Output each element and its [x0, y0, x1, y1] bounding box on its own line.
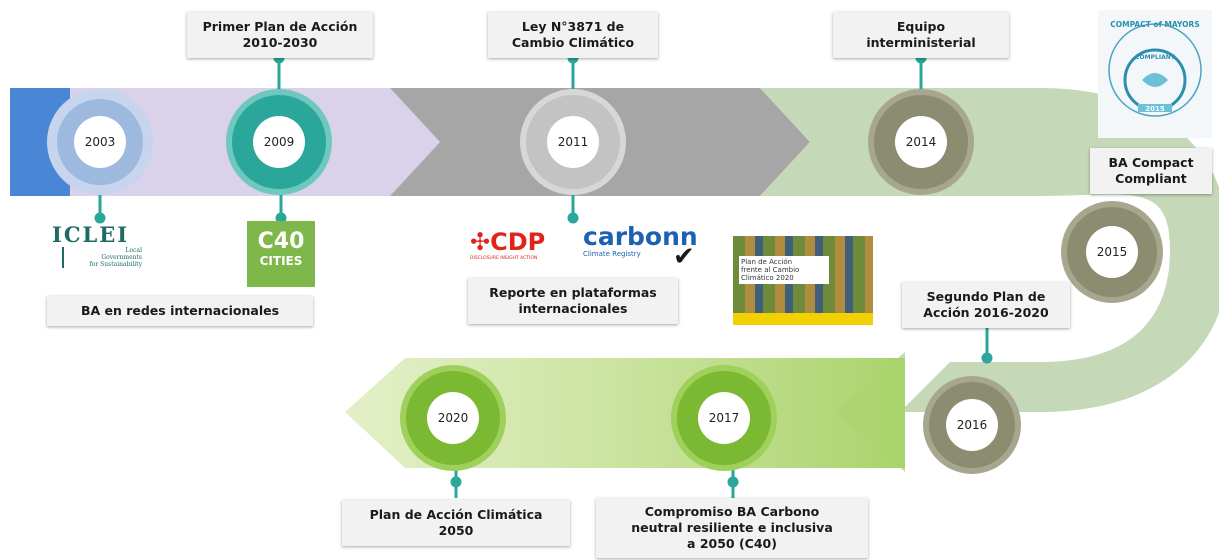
label-segundo-plan: Segundo Plan de Acción 2016-2020 — [902, 282, 1070, 328]
year-2020: 2020 — [437, 411, 469, 425]
year-2009: 2009 — [263, 135, 295, 149]
label-primer-plan: Primer Plan de Acción 2010-2030 — [187, 12, 373, 58]
cdp-mark-icon: ✣ — [470, 228, 491, 256]
label-equipo: Equipo interministerial — [833, 12, 1009, 58]
cdp-logo: ✣CDP DISCLOSURE INSIGHT ACTION — [470, 228, 570, 268]
c40-text: C40 — [257, 229, 305, 254]
year-2011: 2011 — [557, 135, 589, 149]
year-2017: 2017 — [708, 411, 740, 425]
label-redes: BA en redes internacionales — [47, 296, 313, 326]
plan-cover-thumbnail: Plan de Acción frente al Cambio Climátic… — [733, 236, 873, 325]
carbonn-subtitle: Climate Registry — [583, 250, 641, 258]
cdp-tagline: DISCLOSURE INSIGHT ACTION — [470, 256, 538, 261]
compact-badge-art — [1108, 23, 1202, 117]
iclei-wordmark: ICLEI — [52, 222, 130, 247]
label-ley: Ley N°3871 de Cambio Climático — [488, 12, 658, 58]
c40-cities: CITIES — [259, 254, 303, 268]
cdp-wordmark: CDP — [490, 228, 546, 256]
iclei-logo: ICLEI Local Governments for Sustainabili… — [52, 222, 148, 282]
year-2016: 2016 — [956, 418, 988, 432]
label-compromiso: Compromiso BA Carbono neutral resiliente… — [596, 498, 868, 558]
compact-arc-text: COMPACT of MAYORS — [1110, 20, 1200, 29]
year-2003: 2003 — [84, 135, 116, 149]
compact-year: 2015 — [1145, 105, 1165, 113]
c40-logo: C40 CITIES — [247, 221, 315, 287]
year-circles — [47, 89, 1163, 474]
label-plan-2050: Plan de Acción Climática 2050 — [342, 500, 570, 546]
plan-cover-title: Plan de Acción frente al Cambio Climátic… — [739, 256, 829, 284]
checkmark-icon: ✔ — [673, 242, 695, 272]
iclei-subtitle: Local Governments for Sustainability — [62, 247, 148, 268]
year-2014: 2014 — [905, 135, 937, 149]
plan-cover-footer — [733, 313, 873, 325]
label-compact: BA Compact Compliant — [1090, 148, 1212, 194]
carbonn-wordmark: carbonn — [583, 222, 698, 251]
compact-inner-text: COMPLIANT — [1135, 54, 1175, 61]
carbonn-logo: carbonn Climate Registry ✔ — [583, 222, 713, 273]
label-reporte: Reporte en plataformas internacionales — [468, 278, 678, 324]
year-2015: 2015 — [1096, 245, 1128, 259]
compact-of-mayors-badge: COMPACT of MAYORS COMPLIANT 2015 — [1098, 10, 1212, 138]
